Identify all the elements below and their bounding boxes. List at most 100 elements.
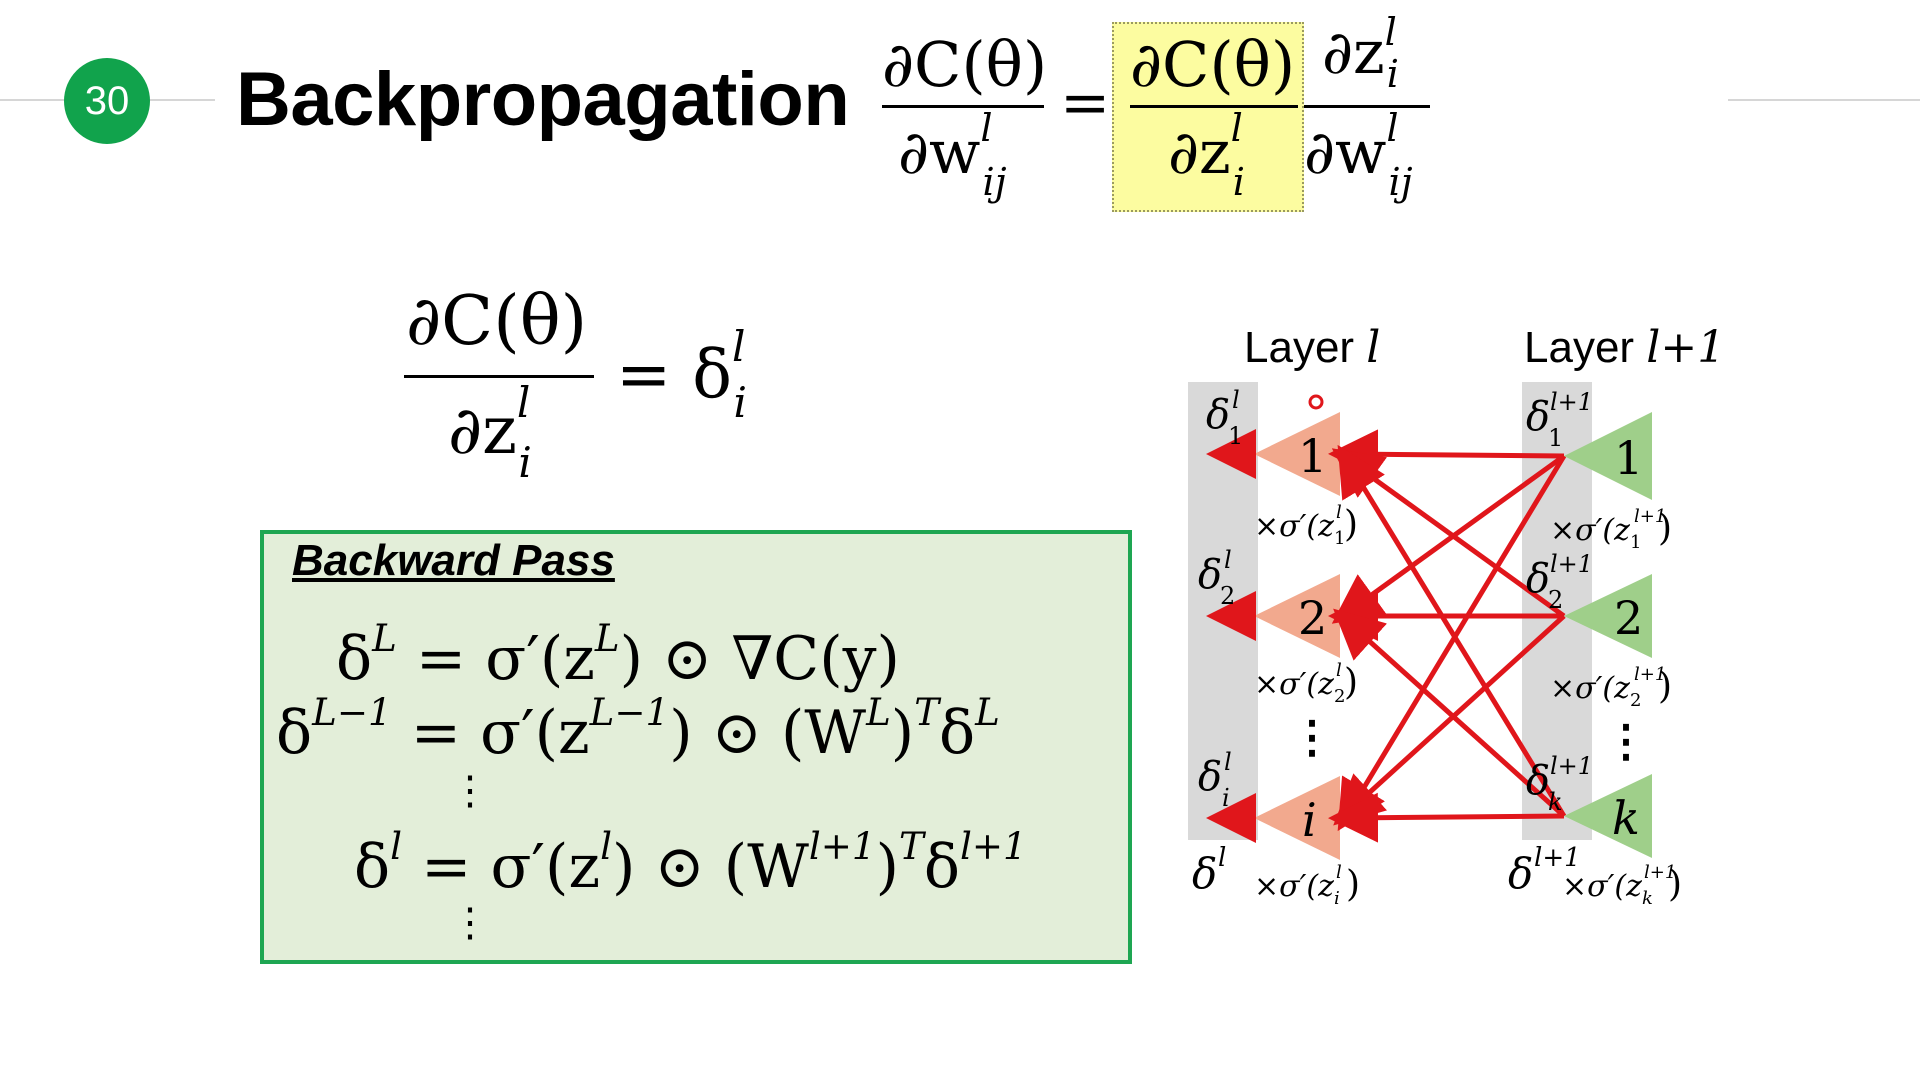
- diagram-vdots-left: ⋮: [1290, 712, 1334, 763]
- slide-number: 30: [84, 78, 130, 123]
- top-right-den-sub: ij: [1388, 160, 1413, 204]
- right-node-label-2: 2: [1614, 591, 1643, 645]
- right-sigma-k-sup: l+1: [1644, 862, 1676, 883]
- right-sigma-k-sub: k: [1642, 888, 1653, 909]
- layer-l-var: l: [1366, 322, 1381, 373]
- right-sigma-2: ×σ′(z l+1 2 ): [1550, 664, 1672, 711]
- top-right-numerator: ∂zli: [1322, 10, 1409, 96]
- left-sigma-1-close: ): [1344, 504, 1358, 545]
- top-right-num-sup: l: [1384, 10, 1397, 54]
- bp-eq1: δL = σ′(zL) ⊙ ∇C(y): [336, 616, 900, 694]
- bp-eq2-lhs: δ: [276, 697, 313, 768]
- right-node-2: [1564, 574, 1652, 658]
- left-sigma-i: ×σ′(z l i ): [1254, 862, 1360, 909]
- left-sigma-2-sub: 2: [1334, 686, 1345, 707]
- delta-def-fraction-bar: [404, 375, 594, 378]
- left-sigma-2-close: ): [1344, 662, 1358, 703]
- right-delta-2-sup: l+1: [1550, 550, 1593, 578]
- right-sigma-2-close: ): [1658, 666, 1672, 707]
- right-sigma-1: ×σ′(z l+1 1 ): [1550, 506, 1672, 553]
- top-hl-den-sup: l: [1230, 106, 1243, 150]
- bp-eq2-rhs-mid2: ): [890, 697, 915, 768]
- left-delta-i: δ l i: [1198, 748, 1232, 812]
- left-sigma-2-sup: l: [1336, 660, 1342, 681]
- right-delta-k-base: δ: [1526, 758, 1550, 804]
- left-node-1: [1254, 412, 1340, 496]
- arrow-rk-li: [1328, 792, 1565, 843]
- delta-def-denominator: ∂zli: [448, 378, 544, 487]
- delta-def-den-base: ∂z: [448, 392, 517, 469]
- highlight-box: [1112, 22, 1304, 212]
- left-delta-i-base: δ: [1198, 754, 1222, 800]
- bp-eq3: δl = σ′(zl) ⊙ (Wl+1)Tδl+1: [354, 824, 1027, 902]
- bottom-left-delta-sup: l: [1218, 843, 1226, 873]
- top-hl-den-base: ∂z: [1168, 118, 1231, 188]
- right-sigma-1-close: ): [1658, 508, 1672, 549]
- bp-vdots-1: ⋮: [450, 768, 490, 814]
- left-delta-i-sup: l: [1224, 748, 1232, 776]
- bottom-right-delta-base: δ: [1508, 849, 1533, 898]
- backward-pass-box: [260, 530, 1132, 964]
- bp-eq2-rhs-sup4: L: [975, 690, 1000, 734]
- layer-l1-label-text: Layer: [1524, 323, 1647, 372]
- right-sigma-2-text: ×σ′(z: [1550, 671, 1630, 706]
- top-hl-fraction-bar: [1130, 105, 1298, 108]
- bp-eq1-lhs: δ: [336, 623, 373, 694]
- right-delta-1-sup: l+1: [1550, 388, 1593, 416]
- bp-eq2-rhs-sup: L−1: [589, 690, 670, 734]
- bp-eq2-rhs: = σ′(z: [410, 697, 590, 768]
- bp-eq1-rhs-sup: L: [594, 616, 620, 660]
- delta-def-rhs: = δli: [616, 322, 759, 427]
- right-delta-2-base: δ: [1526, 556, 1550, 602]
- top-hl-numerator: ∂C(θ): [1130, 28, 1296, 101]
- delta-def-numerator: ∂C(θ): [406, 282, 588, 361]
- top-right-fraction-bar: [1304, 105, 1430, 108]
- right-sigma-k: ×σ′(z l+1 k ): [1562, 862, 1682, 909]
- diagram-vdots-right: ⋮: [1604, 716, 1648, 767]
- bp-eq1-rhs-end: ) ⊙ ∇C(y): [619, 623, 900, 694]
- left-node-label-i: i: [1302, 793, 1317, 847]
- top-right-den-base: ∂w: [1304, 118, 1387, 188]
- left-sigma-2-text: ×σ′(z: [1254, 667, 1334, 702]
- left-delta-i-sub: i: [1222, 784, 1230, 812]
- left-node-i: [1254, 776, 1340, 860]
- right-sigma-1-text: ×σ′(z: [1550, 513, 1630, 548]
- top-lhs-den-sub: ij: [982, 160, 1007, 204]
- right-sigma-k-text: ×σ′(z: [1562, 869, 1642, 904]
- page-title: Backpropagation: [236, 57, 850, 142]
- left-sigma-i-text: ×σ′(z: [1254, 869, 1334, 904]
- left-node-2: [1254, 574, 1340, 658]
- top-right-num-sub: i: [1386, 52, 1399, 96]
- right-sigma-1-sup: l+1: [1634, 506, 1666, 527]
- left-sigma-i-sup: l: [1336, 862, 1342, 883]
- arrow-r1-l2: [1331, 453, 1566, 624]
- right-delta-1-sub: 1: [1548, 424, 1563, 452]
- top-right-num-base: ∂z: [1322, 18, 1385, 88]
- left-delta-2-sup: l: [1224, 546, 1232, 574]
- right-node-label-k: k: [1612, 791, 1640, 845]
- right-sigma-k-close: ): [1668, 864, 1682, 905]
- backward-pass-title: Backward Pass: [292, 536, 615, 585]
- bottom-left-delta-base: δ: [1192, 849, 1217, 898]
- right-sigma-2-sub: 2: [1630, 690, 1641, 711]
- bp-eq3-rhs-sup4: l+1: [959, 824, 1027, 868]
- bp-eq3-rhs-mid2: ): [875, 831, 900, 902]
- left-sigma-2: ×σ′(z l 2 ): [1254, 660, 1358, 707]
- left-sigma-1-text: ×σ′(z: [1254, 509, 1334, 544]
- left-delta-2: δ l 2: [1198, 546, 1235, 610]
- bp-eq2-rhs-sup2: L: [866, 690, 891, 734]
- left-sigma-i-sub: i: [1334, 888, 1340, 909]
- top-hl-denominator: ∂zli: [1168, 106, 1255, 204]
- bp-eq3-rhs-sup3: T: [899, 824, 924, 868]
- layer-l1-var: l+1: [1646, 322, 1726, 373]
- layer-l-label: Layer l: [1244, 322, 1380, 373]
- right-node-k: [1564, 774, 1652, 858]
- arrow-r1-l1: [1328, 429, 1565, 480]
- arrow-rk-l2: [1333, 608, 1566, 818]
- bp-eq2-rhs-sup3: T: [914, 690, 940, 734]
- delta-def-rhs-sup: l: [732, 322, 746, 371]
- left-node-label-2: 2: [1298, 591, 1327, 645]
- bp-eq3-lhs: δ: [354, 831, 391, 902]
- layer-l-label-text: Layer: [1244, 323, 1367, 372]
- bottom-right-delta: δ l+1: [1508, 843, 1581, 898]
